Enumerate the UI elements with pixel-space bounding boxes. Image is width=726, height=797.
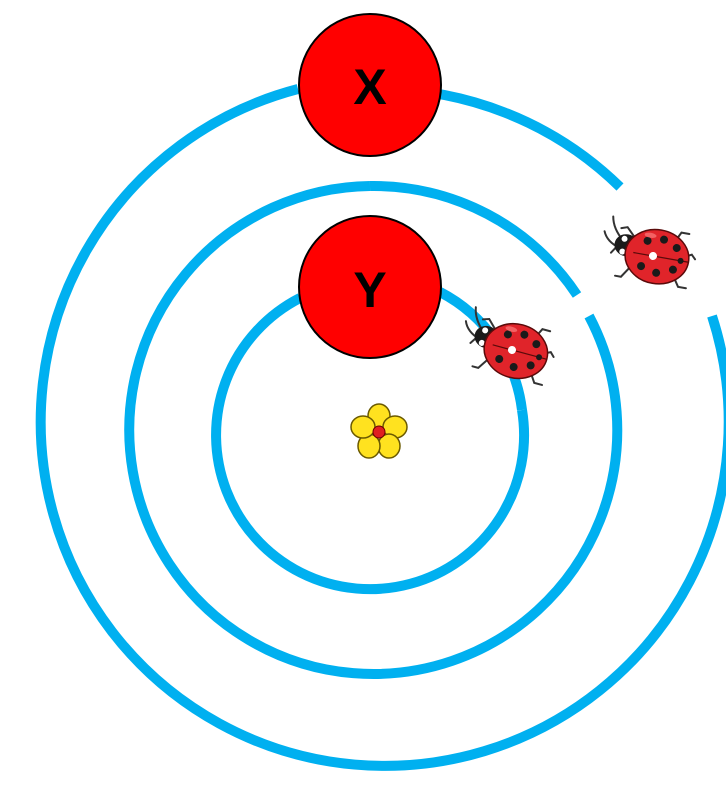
track-outer — [35, 84, 726, 771]
node-y-label: Y — [353, 262, 386, 318]
node-y: Y — [298, 215, 442, 359]
ladybug-icon — [596, 214, 701, 291]
node-x-label: X — [353, 59, 386, 115]
flower-icon — [350, 403, 408, 459]
track-inner — [211, 293, 529, 595]
track-middle — [124, 181, 623, 679]
node-x: X — [298, 13, 442, 157]
track-middle — [369, 180, 582, 298]
